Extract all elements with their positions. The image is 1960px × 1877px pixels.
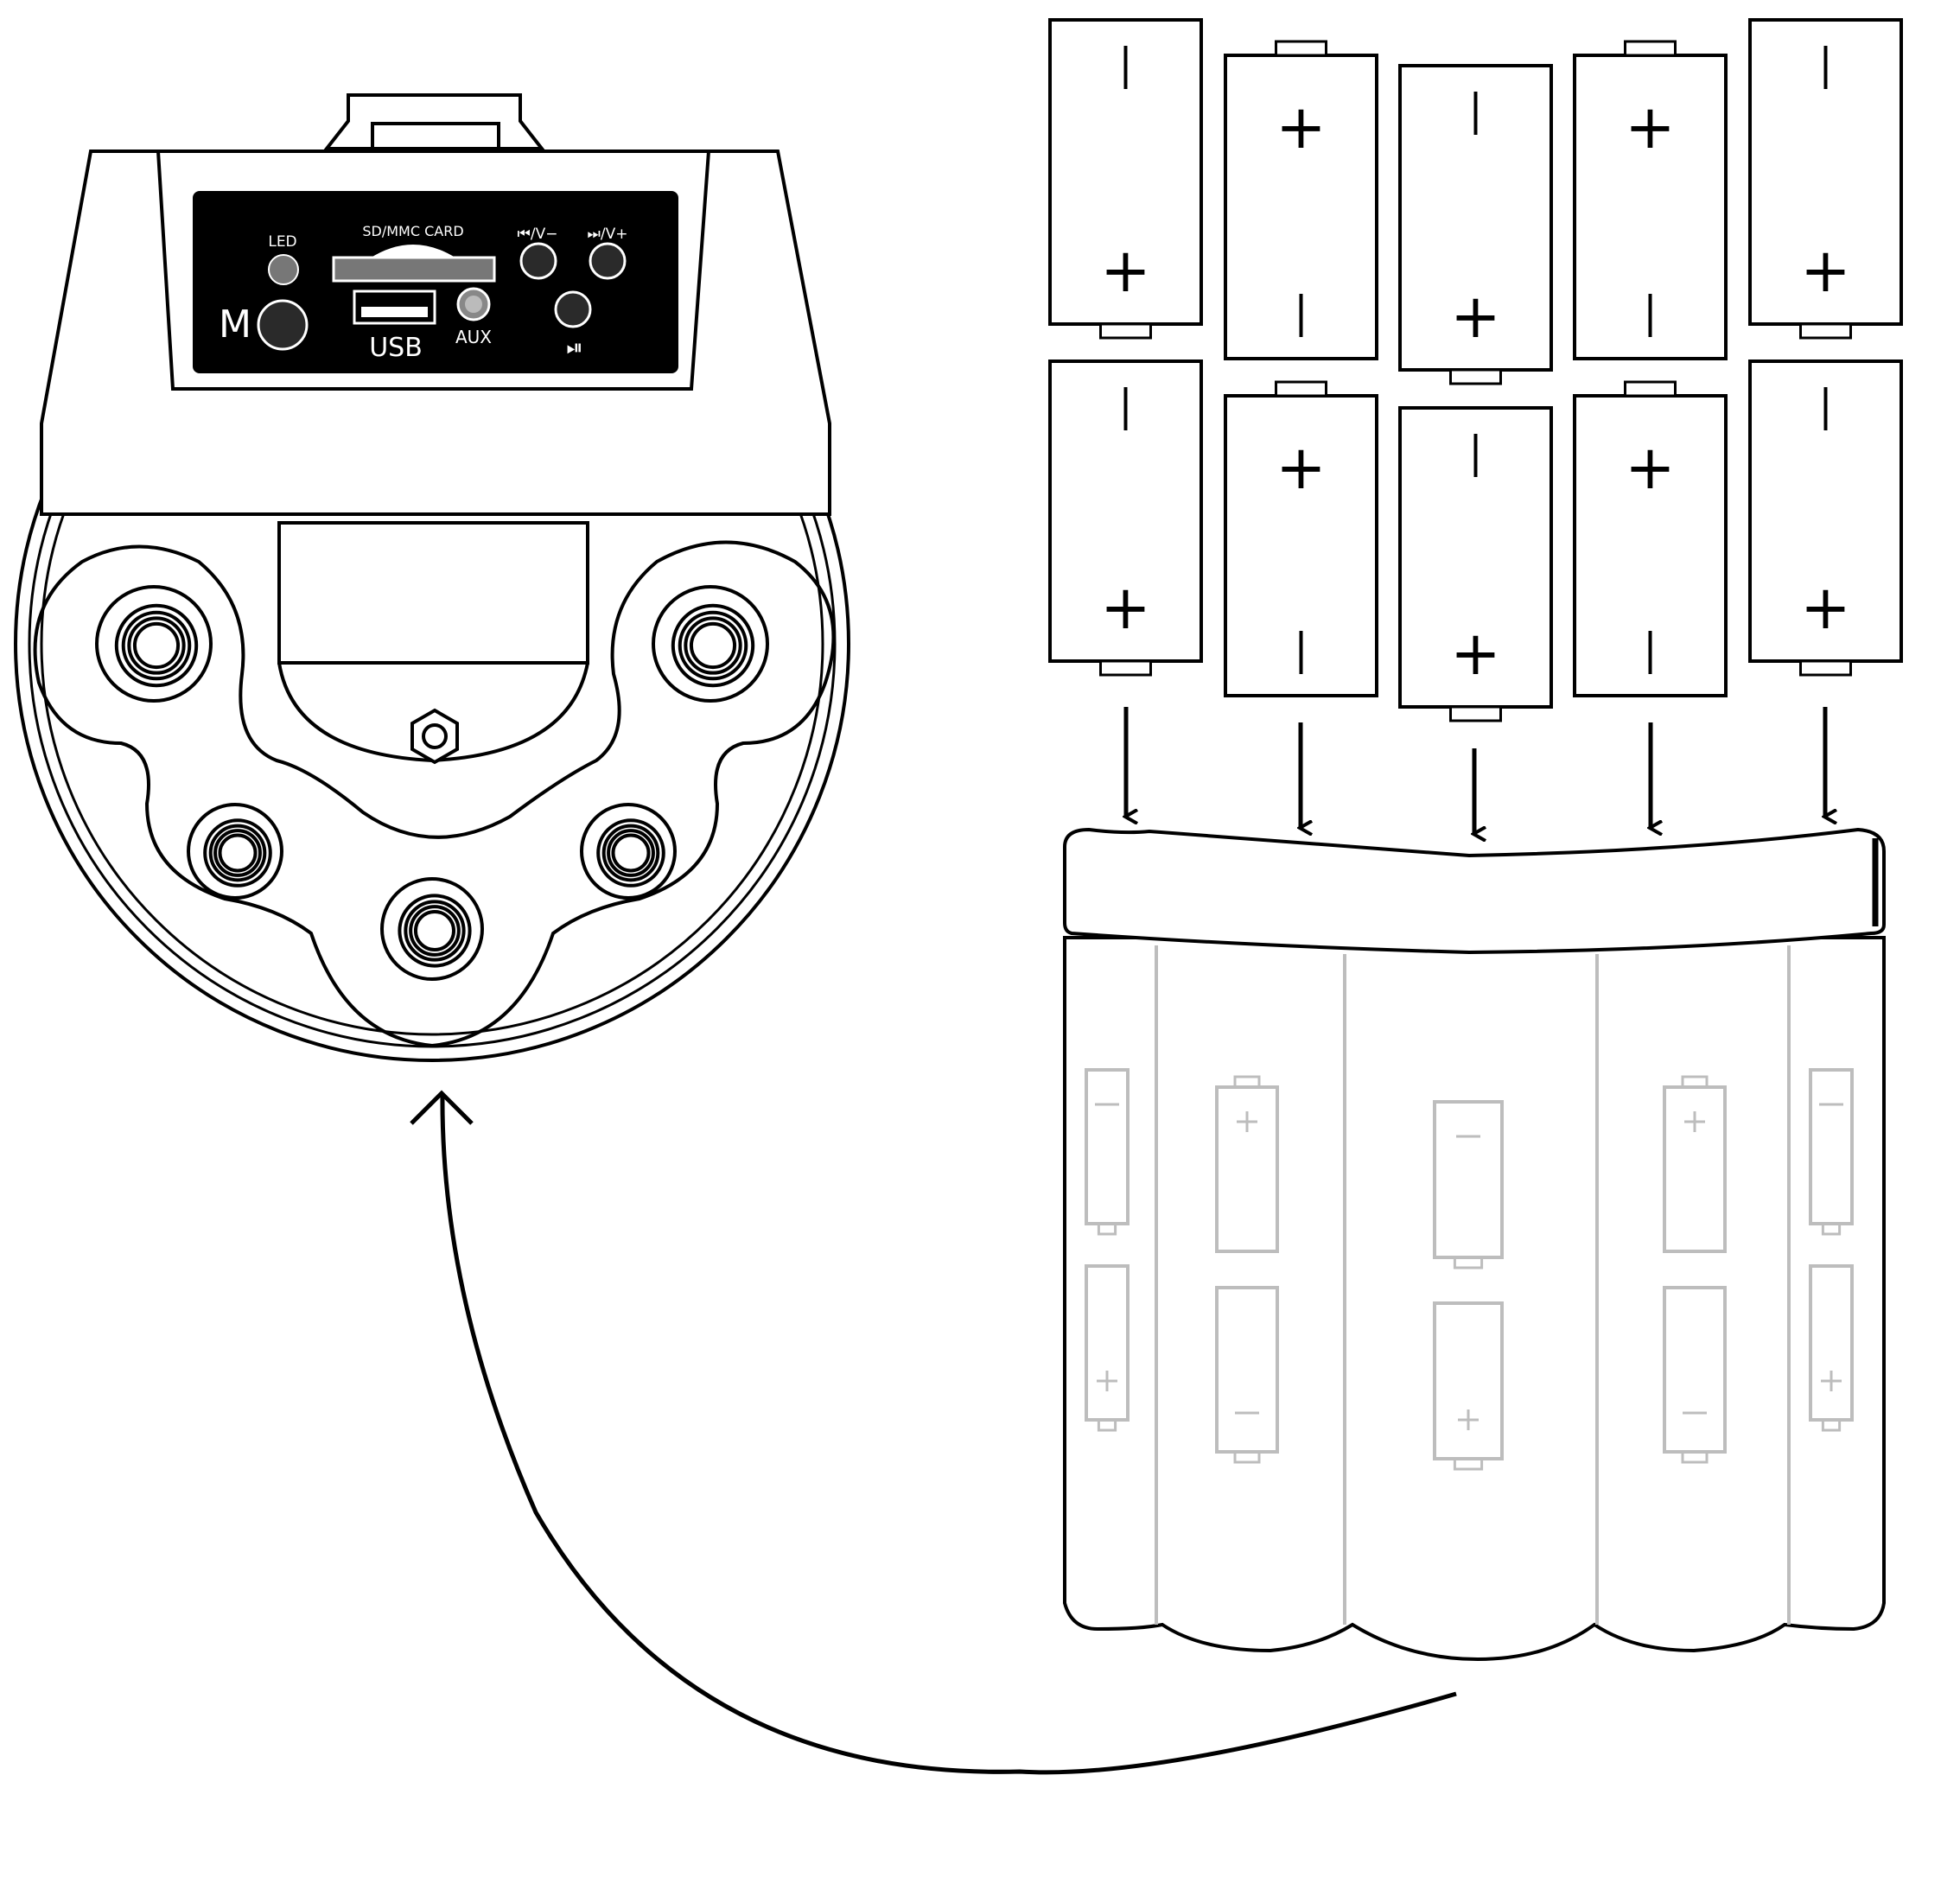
next-volume-label: ⏭/V+	[588, 226, 628, 243]
battery-7: +	[1224, 380, 1378, 697]
battery-grid: + + + + + + + + + +	[1048, 18, 1903, 722]
battery-slot-mark-10	[1809, 1264, 1854, 1432]
speaker-4	[580, 803, 677, 900]
compartment-dividers	[1155, 945, 1791, 1625]
control-panel-content: LED M SD/MMC CARD USB AUX ⏮/V− ⏭/V+ ⏯	[219, 223, 627, 363]
positive-terminal-sign: +	[1625, 92, 1676, 162]
positive-terminal-sign: +	[1450, 281, 1501, 352]
prev-volume-label: ⏮/V−	[518, 226, 558, 243]
insert-arrows	[1126, 707, 1825, 834]
battery-2: +	[1224, 40, 1378, 360]
battery-8: +	[1398, 406, 1553, 722]
mode-button[interactable]	[257, 299, 309, 351]
battery-6: +	[1048, 359, 1203, 677]
battery-slot-mark-4	[1215, 1286, 1279, 1464]
positive-terminal-sign: +	[1450, 618, 1501, 689]
battery-slot-mark-9	[1809, 1068, 1854, 1236]
mode-label: M	[219, 302, 251, 347]
compartment-body	[1063, 936, 1886, 1662]
display-window	[277, 521, 589, 665]
battery-slot-markings	[1085, 1068, 1854, 1471]
battery-slot-mark-6	[1433, 1301, 1504, 1471]
play-pause-button[interactable]	[554, 290, 592, 328]
speaker-5	[380, 877, 484, 981]
speaker-group	[95, 585, 769, 981]
battery-slot-mark-3	[1215, 1075, 1279, 1253]
prev-volume-down-button[interactable]	[519, 242, 557, 280]
positive-terminal-sign: +	[1800, 235, 1851, 306]
speaker-3	[187, 803, 283, 900]
card-slot-label: SD/MMC CARD	[362, 223, 463, 239]
return-arrow	[440, 1092, 1457, 1775]
compartment-lid	[1063, 827, 1886, 955]
positive-terminal-sign: +	[1100, 572, 1151, 643]
play-pause-label: ⏯	[566, 335, 582, 359]
sd-card-slot[interactable]	[332, 256, 496, 283]
battery-5: +	[1748, 18, 1903, 340]
battery-compartment	[1063, 827, 1886, 1662]
speaker-tray	[33, 540, 836, 1048]
positive-terminal-sign: +	[1100, 235, 1151, 306]
usb-label: USB	[369, 333, 423, 363]
speaker-2	[652, 585, 769, 703]
battery-slot-mark-2	[1085, 1264, 1130, 1432]
next-volume-up-button[interactable]	[589, 242, 627, 280]
battery-9: +	[1573, 380, 1728, 697]
positive-terminal-sign: +	[1276, 92, 1327, 162]
battery-3: +	[1398, 64, 1553, 385]
speaker-1	[95, 585, 213, 703]
battery-slot-mark-8	[1663, 1286, 1727, 1464]
battery-slot-mark-7	[1663, 1075, 1727, 1253]
battery-4: +	[1573, 40, 1728, 360]
battery-slot-mark-5	[1433, 1100, 1504, 1269]
return-arrow-head	[410, 1090, 474, 1125]
battery-1: +	[1048, 18, 1203, 340]
aux-label: AUX	[455, 327, 492, 347]
led-label: LED	[268, 233, 296, 251]
battery-slot-mark-1	[1085, 1068, 1130, 1236]
led-indicator	[268, 254, 299, 285]
positive-terminal-sign: +	[1276, 432, 1327, 503]
positive-terminal-sign: +	[1625, 432, 1676, 503]
positive-terminal-sign: +	[1800, 572, 1851, 643]
battery-10: +	[1748, 359, 1903, 677]
